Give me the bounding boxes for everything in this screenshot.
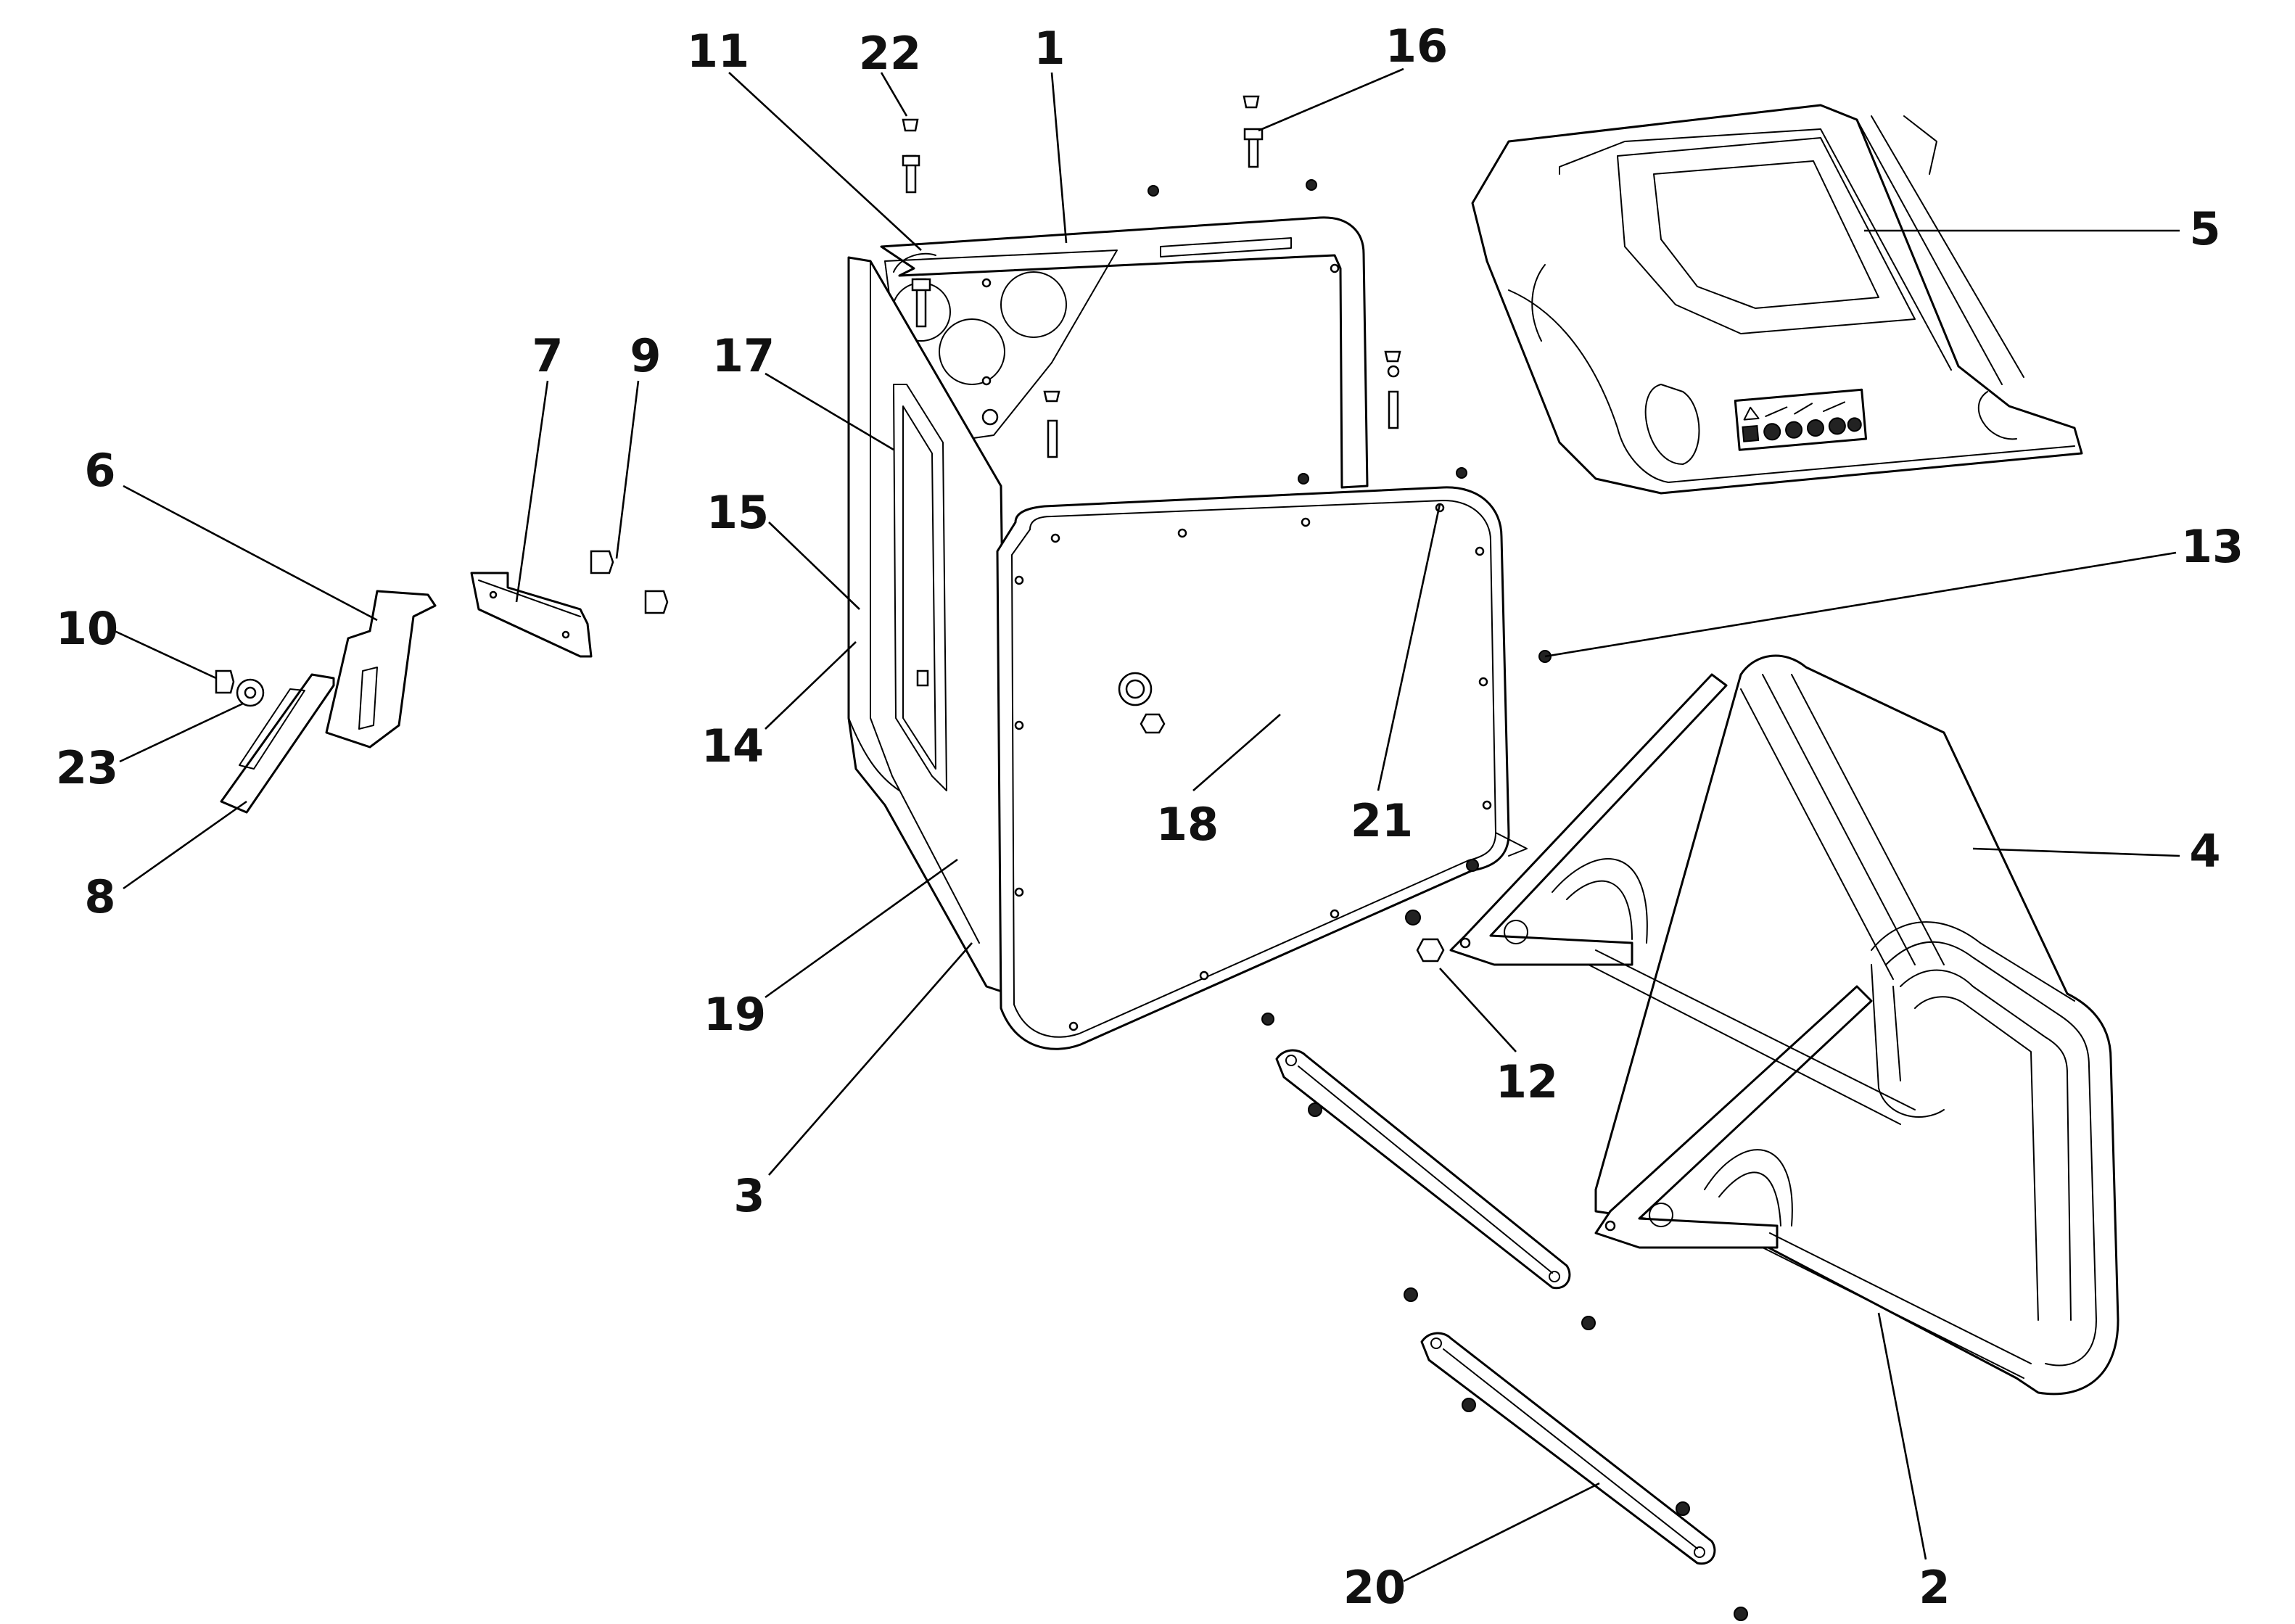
callout-23: 23: [56, 741, 118, 794]
leader-10: [114, 630, 217, 680]
leader-14: [765, 641, 857, 730]
upper-frame-part: [880, 216, 1369, 489]
handle-frame-part: [1449, 654, 2119, 1396]
callout-18: 18: [1156, 798, 1219, 851]
callout-16: 16: [1385, 20, 1448, 73]
callout-2: 2: [1919, 1561, 1950, 1614]
leader-19: [765, 858, 958, 999]
callout-17: 17: [712, 329, 775, 382]
top-cover-part: [1471, 104, 2083, 495]
leader-23: [119, 702, 244, 763]
leader-17: [765, 372, 894, 451]
callout-10: 10: [56, 602, 118, 655]
callout-5: 5: [2189, 202, 2220, 255]
leader-7: [515, 380, 549, 603]
callout-labels: 1 2 3 4 5 6 7 8 9 10 11 12 13 14 15 16 1…: [56, 20, 2244, 1614]
leader-4: [1972, 847, 2180, 857]
leader-lines: [114, 67, 2180, 1583]
leader-12: [1439, 968, 1517, 1052]
leader-15: [768, 522, 860, 610]
callout-15: 15: [706, 486, 769, 539]
fastener-parts: [902, 95, 1748, 1621]
callout-12: 12: [1496, 1055, 1558, 1108]
leader-2: [1877, 1312, 1927, 1560]
leader-1: [1050, 72, 1068, 244]
leader-8: [123, 800, 247, 890]
brace-parts: [1275, 1049, 1716, 1565]
callout-4: 4: [2189, 825, 2220, 878]
callout-7: 7: [532, 329, 563, 382]
callout-14: 14: [701, 720, 764, 772]
callout-22: 22: [859, 27, 921, 80]
leader-16: [1258, 67, 1404, 132]
callout-21: 21: [1351, 794, 1413, 847]
leader-3: [768, 942, 973, 1176]
callout-9: 9: [630, 329, 661, 382]
leader-18: [1192, 714, 1281, 791]
callout-11: 11: [687, 25, 749, 78]
leader-21: [1377, 503, 1441, 791]
callout-20: 20: [1343, 1561, 1406, 1614]
front-panel-part: [996, 486, 1528, 1050]
side-panel-part: [847, 256, 1010, 995]
leader-22: [880, 72, 908, 117]
callout-3: 3: [733, 1169, 765, 1222]
leader-20: [1403, 1482, 1600, 1583]
leader-9: [615, 380, 640, 559]
callout-13: 13: [2181, 520, 2244, 573]
bracket-parts: [215, 550, 669, 814]
callout-19: 19: [704, 988, 766, 1041]
callout-1: 1: [1034, 22, 1065, 75]
callout-6: 6: [84, 444, 115, 497]
leader-13: [1544, 551, 2177, 658]
callout-8: 8: [84, 870, 115, 923]
leader-11: [728, 72, 922, 251]
leader-6: [123, 485, 378, 622]
